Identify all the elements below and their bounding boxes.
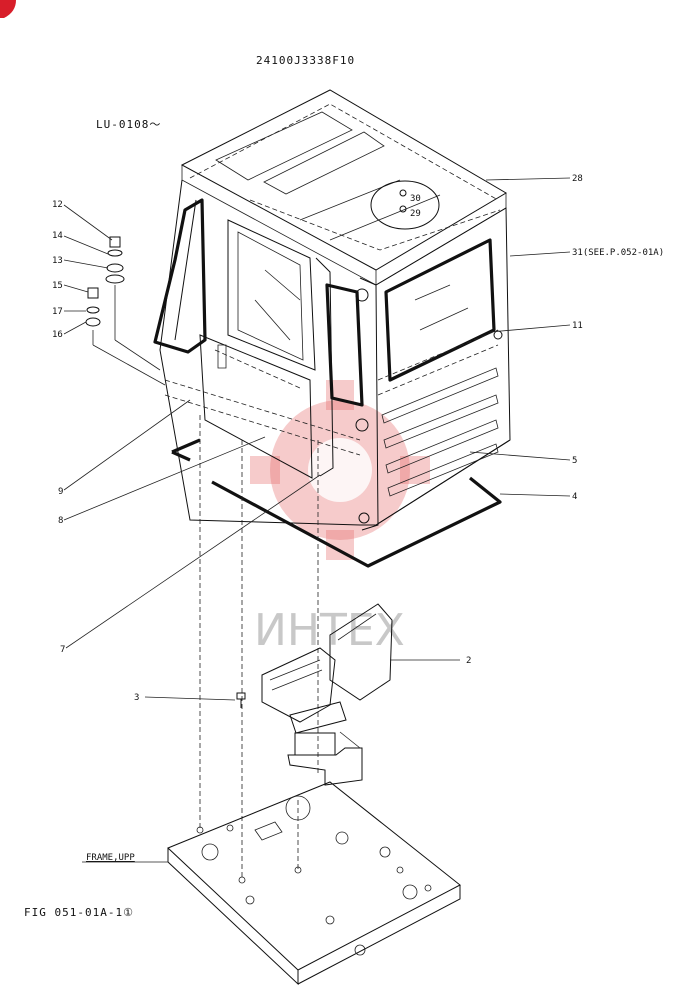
bolt-parts (85, 236, 166, 386)
callout-28: 28 (572, 174, 583, 184)
bolt-3 (236, 692, 246, 708)
callout-4: 4 (572, 492, 577, 502)
roof-vent (370, 180, 440, 230)
callout-31: 31(SEE.P.052-01A) (572, 248, 664, 258)
callout-13: 13 (52, 256, 63, 266)
callout-29: 29 (410, 209, 421, 219)
callout-15: 15 (52, 281, 63, 291)
callout-8: 8 (58, 516, 63, 526)
upper-frame (167, 781, 461, 986)
serial-range: LU-0108〜 (96, 118, 161, 131)
callout-5: 5 (572, 456, 577, 466)
callout-9: 9 (58, 487, 63, 497)
callout-11: 11 (572, 321, 583, 331)
callout-30: 30 (410, 194, 421, 204)
floor-seal (171, 438, 502, 568)
seat-assembly (261, 603, 393, 786)
callout-3: 3 (134, 693, 139, 703)
callout-14: 14 (52, 231, 63, 241)
callout-2: 2 (466, 656, 471, 666)
callout-frame: FRAME,UPP (86, 853, 135, 863)
callout-17: 17 (52, 307, 63, 317)
cab-assembly (153, 89, 511, 531)
callout-16: 16 (52, 330, 63, 340)
callout-12: 12 (52, 200, 63, 210)
corner-mark (0, 0, 16, 18)
part-number: 24100J3338F10 (256, 54, 355, 67)
callout-7: 7 (60, 645, 65, 655)
watermark-logo (250, 380, 430, 560)
watermark-text: ИНТЕХ (254, 605, 405, 656)
figure-id: FIG 051-01A-1① (24, 906, 134, 919)
leader-lines (63, 177, 571, 863)
